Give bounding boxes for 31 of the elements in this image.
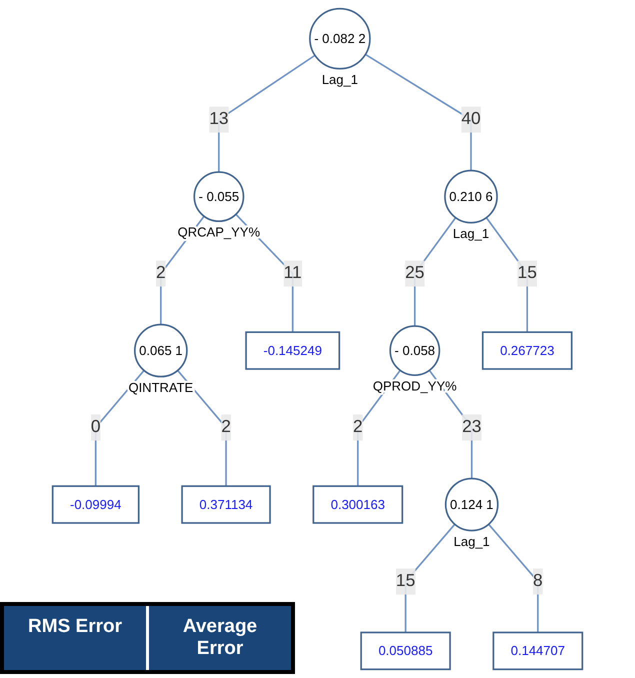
split-variable-label: QINTRATE — [128, 380, 194, 395]
split-variable-label: Lag_1 — [452, 226, 490, 241]
edge-label: 15 — [518, 264, 537, 282]
split-variable-label: Lag_1 — [454, 534, 490, 549]
edge-label: 2 — [156, 264, 166, 282]
edge-label: 15 — [396, 572, 416, 590]
node-circle: 0.210 6 — [444, 170, 498, 224]
node-circle: - 0.055 — [193, 171, 244, 222]
node-circle: 0.065 1 — [134, 324, 188, 378]
edge-label: 25 — [405, 264, 424, 282]
edge-label: 23 — [462, 418, 482, 436]
edge-label: 40 — [461, 110, 481, 128]
edge-label: 2 — [221, 418, 231, 436]
node-circle: 0.124 1 — [444, 478, 499, 532]
node-box: 0.144707 — [492, 632, 584, 670]
edge-label: 8 — [533, 572, 543, 590]
edge-label: 11 — [284, 264, 302, 282]
node-box: 0.300163 — [312, 485, 404, 524]
edge-label: 0 — [90, 418, 100, 436]
edge-label: 2 — [353, 418, 363, 436]
edge-label: 13 — [209, 110, 229, 128]
node-box: -0.09994 — [52, 485, 140, 524]
node-box: 0.267723 — [482, 331, 572, 370]
node-box: 0.050885 — [360, 632, 451, 670]
node-circle: - 0.058 — [389, 325, 440, 376]
table-header: RMS Error — [27, 615, 123, 639]
split-variable-label: Lag_1 — [322, 72, 358, 87]
node-box: 0.371134 — [181, 485, 271, 524]
node-box: -0.145249 — [245, 331, 340, 370]
table-header: Average Error — [146, 606, 291, 670]
node-circle: - 0.082 2 — [309, 8, 371, 70]
